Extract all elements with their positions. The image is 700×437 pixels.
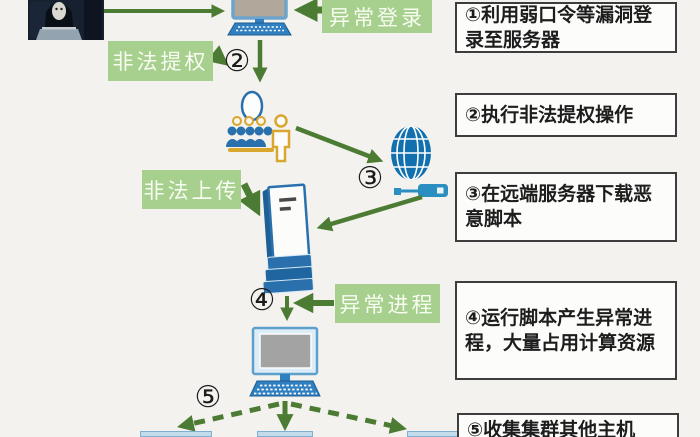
server-tower-icon: [262, 183, 314, 295]
step-marker-2: ②: [223, 44, 251, 79]
usb-drive-icon: [394, 184, 448, 197]
arrow-spread-left-dashed: [177, 401, 280, 432]
arrow-privilege-label-to-step2: [206, 45, 229, 66]
cluster-host-box: [257, 431, 313, 437]
arrow-spread-right-dashed: [290, 401, 407, 434]
step-box-3: ③在远端服务器下载恶意脚本: [455, 172, 677, 242]
step-marker-4: ④: [248, 283, 276, 318]
step-box-5: ⑤收集集群其他主机: [457, 413, 679, 437]
label-abnormal-login: 异常登录: [322, 0, 432, 33]
arrow-globe-to-server: [316, 194, 423, 232]
arrow-upload-label-to-server: [238, 182, 261, 217]
step-marker-3: ③: [356, 161, 384, 196]
label-illegal-upload: 非法上传: [142, 170, 241, 209]
user-group-icon: [226, 90, 291, 163]
step-box-4: ④运行脚本产生异常进程，大量占用计算资源: [455, 281, 677, 380]
step-box-1: ①利用弱口令等漏洞登录至服务器: [455, 2, 677, 53]
globe-icon: [391, 126, 431, 180]
step-marker-5: ⑤: [194, 380, 222, 415]
infected-host-icon: [249, 326, 321, 397]
step-box-2: ②执行非法提权操作: [455, 93, 677, 137]
workstation-icon: [227, 0, 292, 36]
label-illegal-privilege-escalation: 非法提权: [108, 41, 213, 81]
cluster-host-box: [140, 431, 212, 437]
arrow-usergroup-to-globe: [295, 125, 384, 164]
label-abnormal-process: 异常进程: [335, 284, 440, 323]
hacker-photo-icon: [28, 0, 104, 40]
